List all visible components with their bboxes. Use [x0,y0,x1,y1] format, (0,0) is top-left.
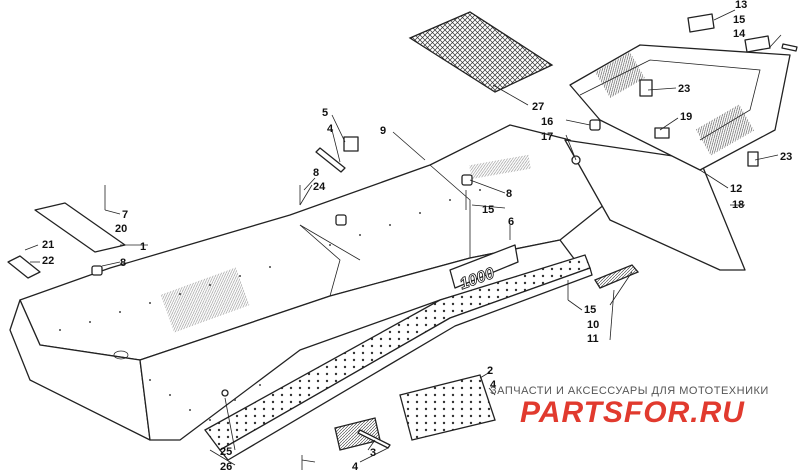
callout-18: 18 [732,199,744,211]
callout-27: 27 [532,101,544,113]
step-bracket [399,374,496,441]
decal-plate-3 [334,417,381,451]
callout-numbers: 1 2 3 4 4 4 5 6 7 8 8 8 9 10 11 12 13 14… [42,0,792,473]
callout-5: 5 [322,107,328,119]
callout-21: 21 [42,239,54,251]
strap-22 [7,255,41,279]
callout-20: 20 [115,223,127,235]
rivet-dots [59,189,481,421]
callout-8: 8 [506,188,512,200]
callout-4: 4 [490,379,497,391]
callout-24: 24 [313,181,326,193]
callout-6: 6 [508,216,514,228]
callout-3: 3 [370,447,376,459]
callout-10: 10 [587,319,599,331]
running-board-edge [219,267,593,461]
callout-15: 15 [584,304,596,316]
callout-12: 12 [730,183,742,195]
callout-23: 23 [678,83,690,95]
side-decal-10 [594,264,640,289]
callout-17: 17 [541,131,553,143]
callout-8: 8 [120,257,126,269]
callout-15: 15 [482,204,494,216]
fasteners [91,43,798,470]
bumper-bracket-left [639,79,653,97]
tunnel-texture [160,267,250,333]
callout-11: 11 [587,333,599,345]
callout-23: 23 [780,151,792,163]
callout-2: 2 [487,365,493,377]
callout-4: 4 [352,461,359,473]
tunnel-seam [299,164,471,261]
bumper-decal-13 [687,13,715,33]
callout-22: 22 [42,255,54,267]
callout-9: 9 [380,125,386,137]
callout-25: 25 [220,446,232,458]
bumper-clip [654,127,670,139]
callout-15: 15 [733,14,745,26]
callout-7: 7 [122,209,128,221]
leader-lines [24,9,782,466]
callout-4: 4 [327,123,334,135]
tunnel-hole [113,350,129,360]
callout-16: 16 [541,116,553,128]
seat-mesh-pad [408,11,554,93]
watermark-logo: PARTSFOR.RU [520,396,745,429]
callout-13: 13 [735,0,747,11]
callout-8: 8 [313,167,319,179]
bumper-texture [595,52,645,98]
callout-19: 19 [680,111,692,123]
watermark-caption: ЗАПЧАСТИ И АКСЕССУАРЫ ДЛЯ МОТОТЕХНИКИ [490,385,769,397]
plug-5 [343,136,359,152]
callout-26: 26 [220,461,232,473]
bumper-bracket-right [747,151,759,167]
callout-1: 1 [140,241,146,253]
bumper-decal-14 [744,35,771,53]
callout-14: 14 [733,28,746,40]
